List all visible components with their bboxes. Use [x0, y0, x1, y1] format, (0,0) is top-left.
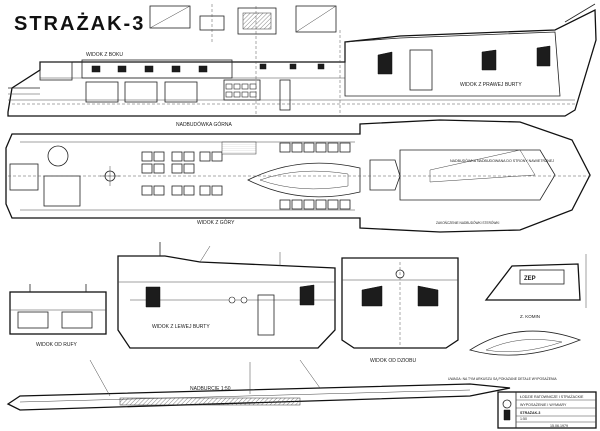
left-side-view — [117, 242, 336, 349]
top-view — [5, 119, 592, 233]
bow-view — [341, 257, 459, 349]
note-stern: ZAKOŃCZENIE NADBUDÓWKI STERÓWKI — [436, 220, 500, 225]
side-view — [7, 3, 597, 117]
label-aft-view: WIDOK OD RUFY — [36, 342, 77, 348]
title-block-scale: 1:50 — [520, 417, 527, 421]
title-block — [497, 391, 597, 429]
chimney-marking: ZEP — [524, 276, 536, 282]
label-top-view: WIDOK Z GÓRY — [197, 219, 235, 226]
label-chimney: Z. KOMIN — [520, 314, 540, 319]
label-bulwark: NADBURCIE 1:50 — [190, 386, 231, 392]
label-superstructure: NADBUDÓWKA GÓRNA — [176, 121, 233, 128]
title-block-row-2: WYPOSAŻENIE I WYMIARY — [520, 402, 567, 407]
label-left-view: WIDOK Z LEWEJ BURTY — [152, 324, 210, 330]
top-detail-boxes — [149, 4, 337, 42]
chimney-view — [469, 254, 587, 356]
title-block-row-1: ŁODZIE RATOWNICZE I STRAŻACKIE — [520, 394, 584, 399]
sheet-title: STRAŻAK-3 — [14, 12, 145, 35]
label-bow-view: WIDOK OD DZIOBU — [370, 358, 417, 364]
title-block-row-3: STRAŻAK-3 — [520, 411, 540, 415]
label-right-view: WIDOK Z PRAWEJ BURTY — [460, 82, 522, 88]
label-side-view: WIDOK Z BOKU — [86, 52, 123, 58]
title-block-date: 15.06.1979 — [550, 424, 568, 428]
note-foredeck: NADBUDÓWKA NADBUDOWANA DO STRONY NAWIETR… — [450, 158, 554, 163]
bulwark-plan — [6, 359, 511, 411]
bottom-note: UWAGA: NA TYM ARKUSZU SĄ POKAZANE DETALE… — [448, 376, 557, 381]
aft-view — [9, 284, 107, 335]
